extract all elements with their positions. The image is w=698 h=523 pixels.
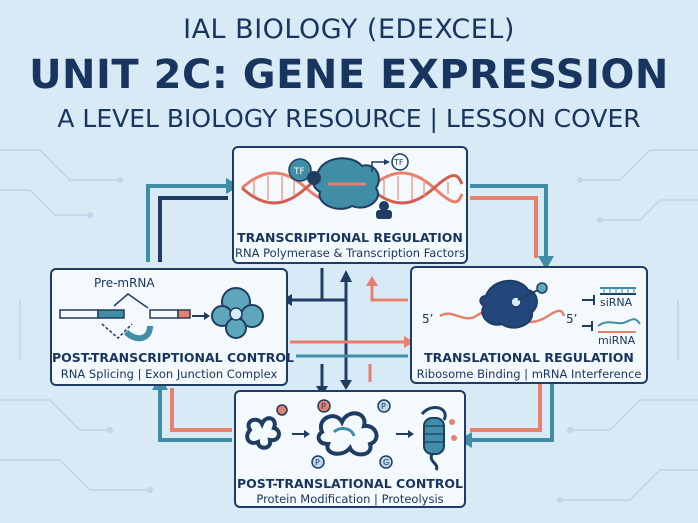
regulator-protein-icon: [376, 201, 392, 219]
ribosome-icon: [479, 280, 548, 329]
mirna-label: miRNA: [598, 334, 636, 347]
glycosylation-modification-icon: G: [379, 455, 393, 469]
panel-title: POST-TRANSLATIONAL CONTROL: [236, 476, 464, 491]
sirna-icon: [582, 287, 636, 305]
panel-post-translational-control: P P P G POST-TRANSLATIONAL C: [234, 390, 466, 508]
five-prime-label: 5’: [422, 312, 434, 326]
svg-text:G: G: [383, 458, 389, 467]
central-arrows: [290, 268, 408, 388]
transcription-factor-icon: TF: [288, 158, 321, 185]
pre-mrna-strand-icon: [59, 293, 191, 342]
exon-junction-complex-icon: [211, 287, 264, 339]
svg-text:TF: TF: [293, 167, 305, 177]
panel-post-transcriptional-control: Pre-mRNA POST-TRAN: [50, 268, 294, 386]
rna-splicing-illustration: [59, 287, 264, 342]
protein-modification-illustration: P P P G: [245, 399, 457, 471]
transcription-factor-small-icon: TF: [371, 153, 409, 172]
panel-subtitle: RNA Splicing | Exon Junction Complex: [60, 367, 278, 381]
panel-subtitle: Ribosome Binding | mRNA Interference: [416, 367, 642, 381]
panel-title: TRANSCRIPTIONAL REGULATION: [237, 230, 463, 245]
panel-title: TRANSLATIONAL REGULATION: [424, 350, 634, 365]
rna-polymerase-icon: [312, 157, 380, 210]
pre-mrna-label: Pre-mRNA: [94, 276, 155, 290]
arrow-right-icon: [292, 430, 310, 438]
ribosome-illustration: [439, 280, 641, 333]
mirna-icon: [582, 318, 641, 333]
panel-title: POST-TRANSCRIPTIONAL CONTROL: [52, 350, 294, 365]
resource-subtitle: A LEVEL BIOLOGY RESOURCE | LESSON COVER: [57, 104, 641, 133]
unfolded-protein-icon: [245, 404, 288, 450]
panel-subtitle: Protein Modification | Proteolysis: [256, 492, 444, 506]
phosphate-modification-icon: P P P: [311, 399, 391, 469]
sirna-label: siRNA: [600, 296, 633, 309]
svg-text:TF: TF: [393, 158, 404, 167]
svg-text:P: P: [321, 402, 326, 411]
folded-protein-icon: [316, 411, 379, 457]
panel-translational-regulation: 5’ 5’ siRNA miRNA: [410, 266, 648, 384]
proteasome-icon: [420, 405, 457, 471]
arrow-right-icon: [396, 430, 414, 438]
cycle-arrows: [146, 184, 554, 442]
svg-text:P: P: [315, 458, 320, 467]
panel-subtitle: RNA Polymerase & Transcription Factors: [235, 246, 465, 260]
central-arrowheads: [282, 270, 414, 396]
svg-text:P: P: [381, 402, 386, 411]
arrow-right-icon: [192, 312, 210, 320]
dna-transcription-illustration: TF TF: [240, 153, 464, 219]
five-prime-label: 5’: [566, 312, 578, 326]
course-title: IAL BIOLOGY (EDEXCEL): [183, 14, 515, 45]
unit-title: UNIT 2C: GENE EXPRESSION: [29, 52, 669, 98]
panel-transcriptional-regulation: TF TF TRANSCRIPTIONAL REGULATION RNA Pol…: [232, 146, 468, 264]
